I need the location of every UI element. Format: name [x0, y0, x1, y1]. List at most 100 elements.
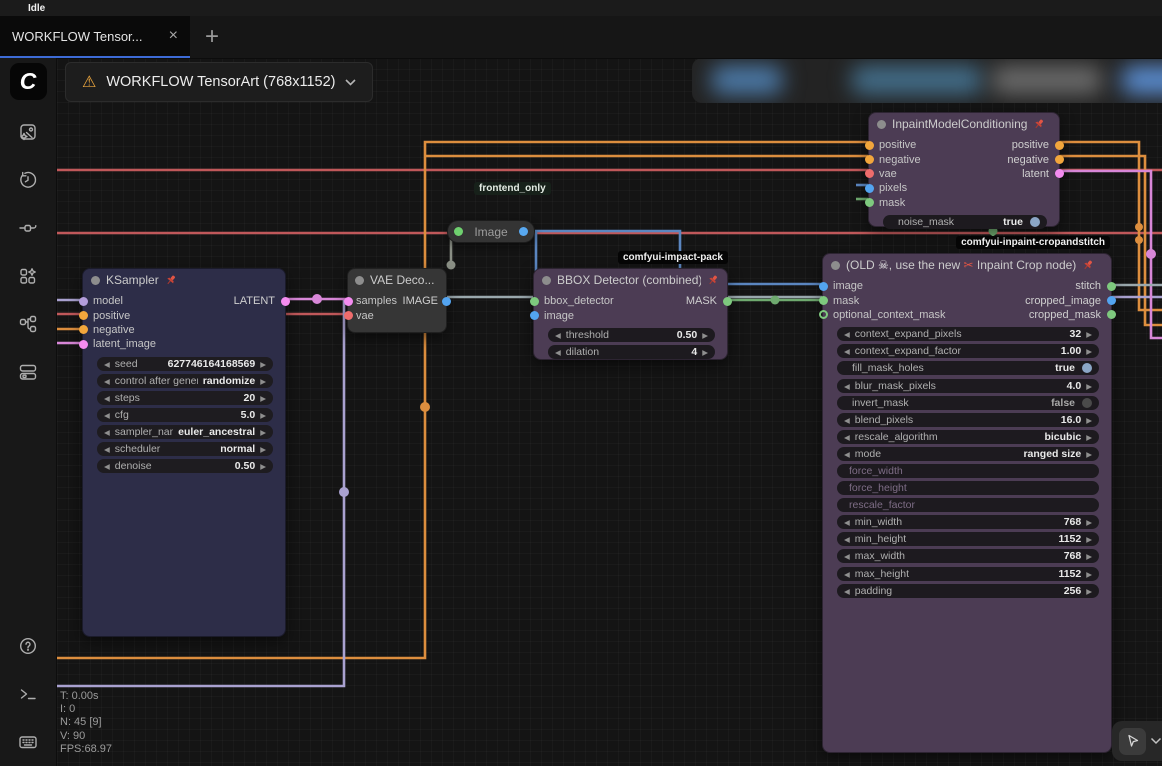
node-inpaint-crop[interactable]: (OLD ☠, use the new ✂ Inpaint Crop node)… [818, 253, 1116, 753]
workflow-selector-button[interactable]: ⚠ WORKFLOW TensorArt (768x1152) [65, 62, 374, 102]
node-header[interactable]: (OLD ☠, use the new ✂ Inpaint Crop node) [823, 254, 1111, 276]
input-dot[interactable] [454, 227, 463, 236]
chevron-down-icon[interactable] [1150, 737, 1162, 745]
menu-bar: Idle [0, 0, 1162, 16]
node-image-collapsed[interactable]: Image [447, 220, 535, 243]
terminal-button[interactable] [0, 670, 57, 718]
keyboard-icon [19, 736, 37, 749]
input-dot-vae[interactable] [343, 311, 353, 321]
blocks-sparkle-icon [20, 268, 36, 284]
node-map-button[interactable] [0, 300, 57, 348]
node-title: KSampler [106, 273, 159, 287]
warning-icon: ⚠ [82, 74, 97, 91]
collapse-dot[interactable] [542, 275, 551, 285]
group-badge-frontend-only: frontend_only [474, 182, 551, 195]
help-button[interactable] [0, 622, 57, 670]
output-dot-cropped-mask[interactable] [1106, 310, 1116, 320]
widget-control-after-generate[interactable]: control after generaterandomize [97, 373, 273, 388]
output-dot-mask[interactable] [722, 296, 732, 306]
input-dot-optional-context-mask[interactable] [818, 310, 828, 320]
node-header[interactable]: VAE Deco... [348, 269, 446, 291]
input-dot-bbox-detector[interactable] [529, 296, 539, 306]
output-dot-negative[interactable] [1054, 155, 1064, 165]
blurred-button[interactable] [852, 66, 982, 94]
toggle-on[interactable] [1030, 217, 1040, 228]
comfyui-logo[interactable]: C [9, 63, 47, 100]
widget-noise-mask[interactable]: noise_mask true [883, 215, 1047, 230]
queue-button[interactable] [0, 348, 57, 396]
collapse-dot[interactable] [91, 275, 100, 285]
workflows-button[interactable] [0, 204, 57, 252]
blurred-button[interactable] [1122, 66, 1162, 94]
node-bbox-detector[interactable]: BBOX Detector (combined) bbox_detector M… [529, 268, 732, 360]
input-dot-model[interactable] [78, 296, 88, 306]
widget-sampler-name[interactable]: sampler_nameeuler_ancestral [97, 425, 273, 440]
slot-row: model LATENT [78, 294, 290, 308]
node-vae-decode[interactable]: VAE Deco... samples IMAGE vae [343, 268, 451, 333]
output-dot[interactable] [519, 227, 528, 236]
collapse-dot[interactable] [355, 275, 364, 285]
close-icon[interactable]: × [168, 27, 178, 44]
toggle-off[interactable] [1082, 397, 1092, 408]
node-header[interactable]: InpaintModelConditioning [869, 113, 1059, 135]
input-dot-image[interactable] [529, 311, 539, 321]
output-dot-image[interactable] [441, 296, 451, 306]
widget-fill-mask-holes[interactable]: fill_mask_holes true [837, 361, 1099, 376]
model-library-button[interactable] [0, 252, 57, 300]
node-header[interactable]: KSampler [83, 269, 285, 291]
gallery-button[interactable] [0, 108, 57, 156]
input-dot-positive[interactable] [864, 140, 874, 150]
blurred-button[interactable] [992, 66, 1102, 94]
node-ksampler[interactable]: KSampler model LATENT positive negative … [78, 268, 290, 637]
output-dot-cropped-image[interactable] [1106, 296, 1116, 306]
input-dot-mask[interactable] [864, 198, 874, 208]
output-dot-latent[interactable] [280, 296, 290, 306]
new-tab-button[interactable]: + [204, 23, 219, 50]
input-dot-latent-image[interactable] [78, 339, 88, 349]
node-header[interactable]: BBOX Detector (combined) [534, 269, 727, 291]
toggle-on[interactable] [1082, 363, 1092, 374]
input-dot-samples[interactable] [343, 296, 353, 306]
node-inpaint-model-conditioning[interactable]: InpaintModelConditioning positive positi… [864, 112, 1064, 230]
scissors-icon: ✂ [963, 258, 974, 272]
tab-workflow[interactable]: WORKFLOW Tensor... × [0, 16, 190, 58]
blurred-button[interactable] [712, 66, 782, 94]
history-button[interactable] [0, 156, 57, 204]
pack-badge-cropandstitch: comfyui-inpaint-cropandstitch [956, 236, 1110, 249]
collapse-dot[interactable] [877, 119, 886, 129]
input-dot-vae[interactable] [864, 169, 874, 179]
pointer-tool-button[interactable] [1119, 727, 1146, 755]
pin-icon [1084, 260, 1093, 270]
input-dot-negative[interactable] [78, 325, 88, 335]
input-dot-image[interactable] [818, 281, 828, 291]
input-dot-mask[interactable] [818, 296, 828, 306]
input-dot-positive[interactable] [78, 311, 88, 321]
output-dot-stitch[interactable] [1106, 281, 1116, 291]
shortcuts-button[interactable] [0, 718, 57, 766]
input-dot-negative[interactable] [864, 155, 874, 165]
widget-invert-mask[interactable]: invert_mask false [837, 395, 1099, 410]
input-dot-pixels[interactable] [864, 183, 874, 193]
workflow-tab-bar: WORKFLOW Tensor... × + [0, 16, 1162, 59]
output-dot-latent[interactable] [1054, 169, 1064, 179]
collapse-dot[interactable] [831, 260, 840, 270]
output-dot-positive[interactable] [1054, 140, 1064, 150]
